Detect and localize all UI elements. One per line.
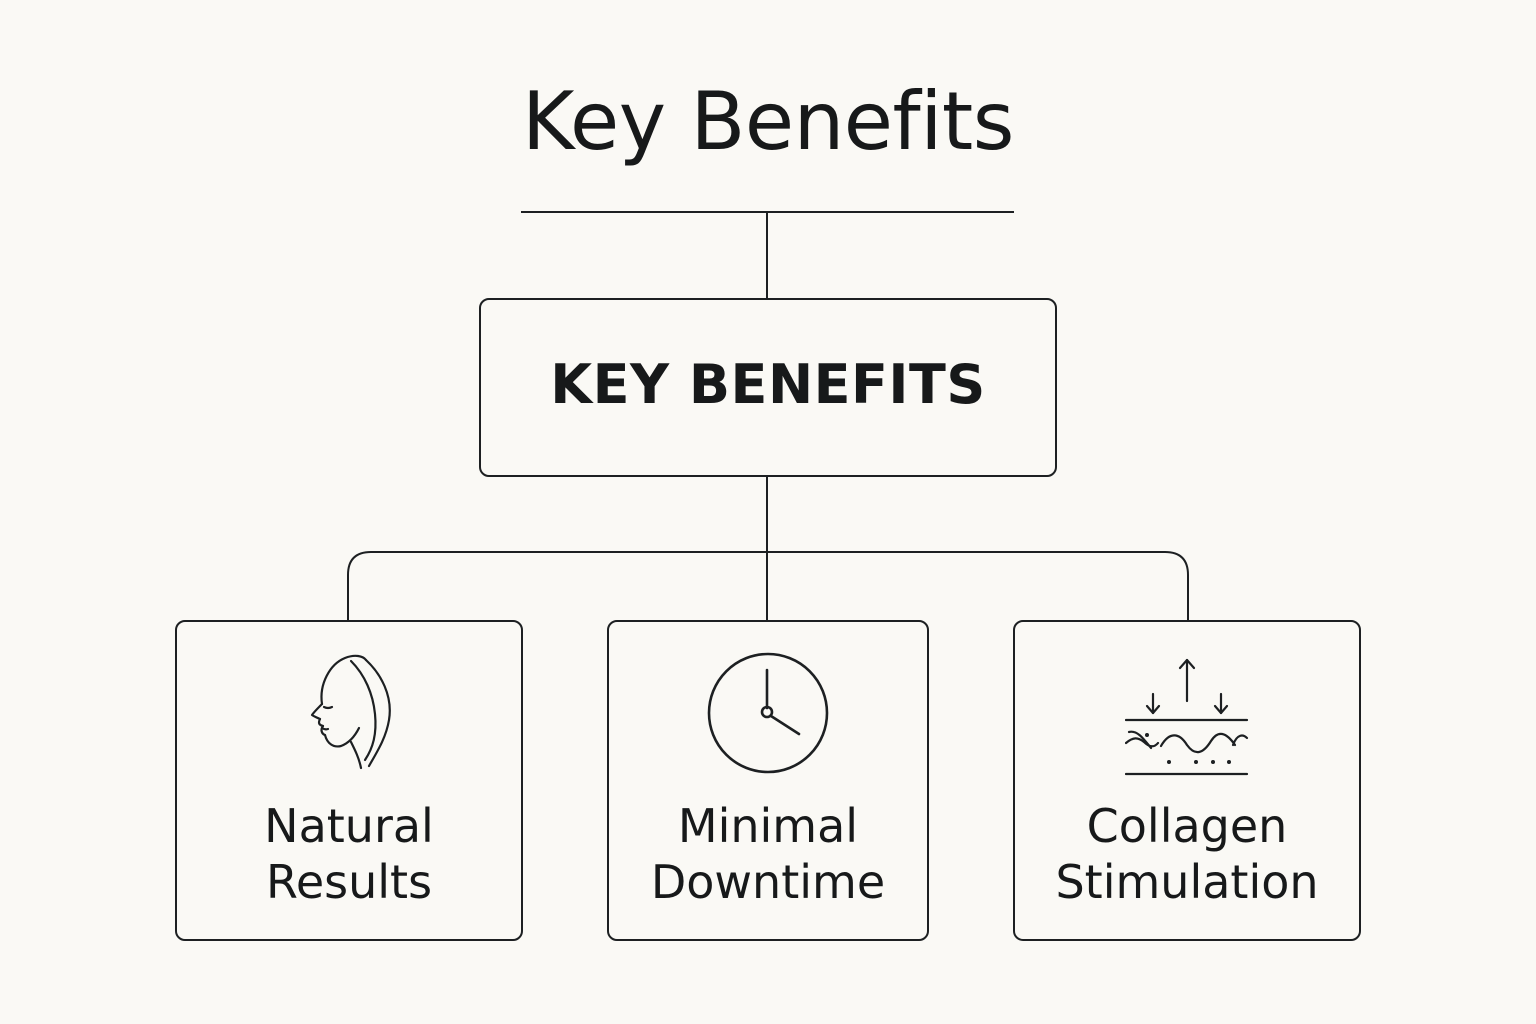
- root-node-label: KEY BENEFITS: [550, 353, 986, 416]
- benefit-node-natural-results: Natural Results: [175, 620, 523, 941]
- branch-connector: [347, 551, 1189, 621]
- diagram-title: Key Benefits: [522, 75, 1014, 168]
- benefit-label: Minimal Downtime: [650, 799, 886, 909]
- benefit-label: Natural Results: [264, 799, 434, 909]
- benefit-label: Collagen Stimulation: [1055, 799, 1319, 909]
- benefit-node-collagen-stimulation: Collagen Stimulation: [1013, 620, 1361, 941]
- clock-icon: [707, 652, 829, 774]
- benefit-node-minimal-downtime: Minimal Downtime: [607, 620, 929, 941]
- skin-layers-icon: [1125, 658, 1249, 776]
- face-profile-icon: [310, 654, 391, 770]
- root-node-box: KEY BENEFITS: [479, 298, 1057, 477]
